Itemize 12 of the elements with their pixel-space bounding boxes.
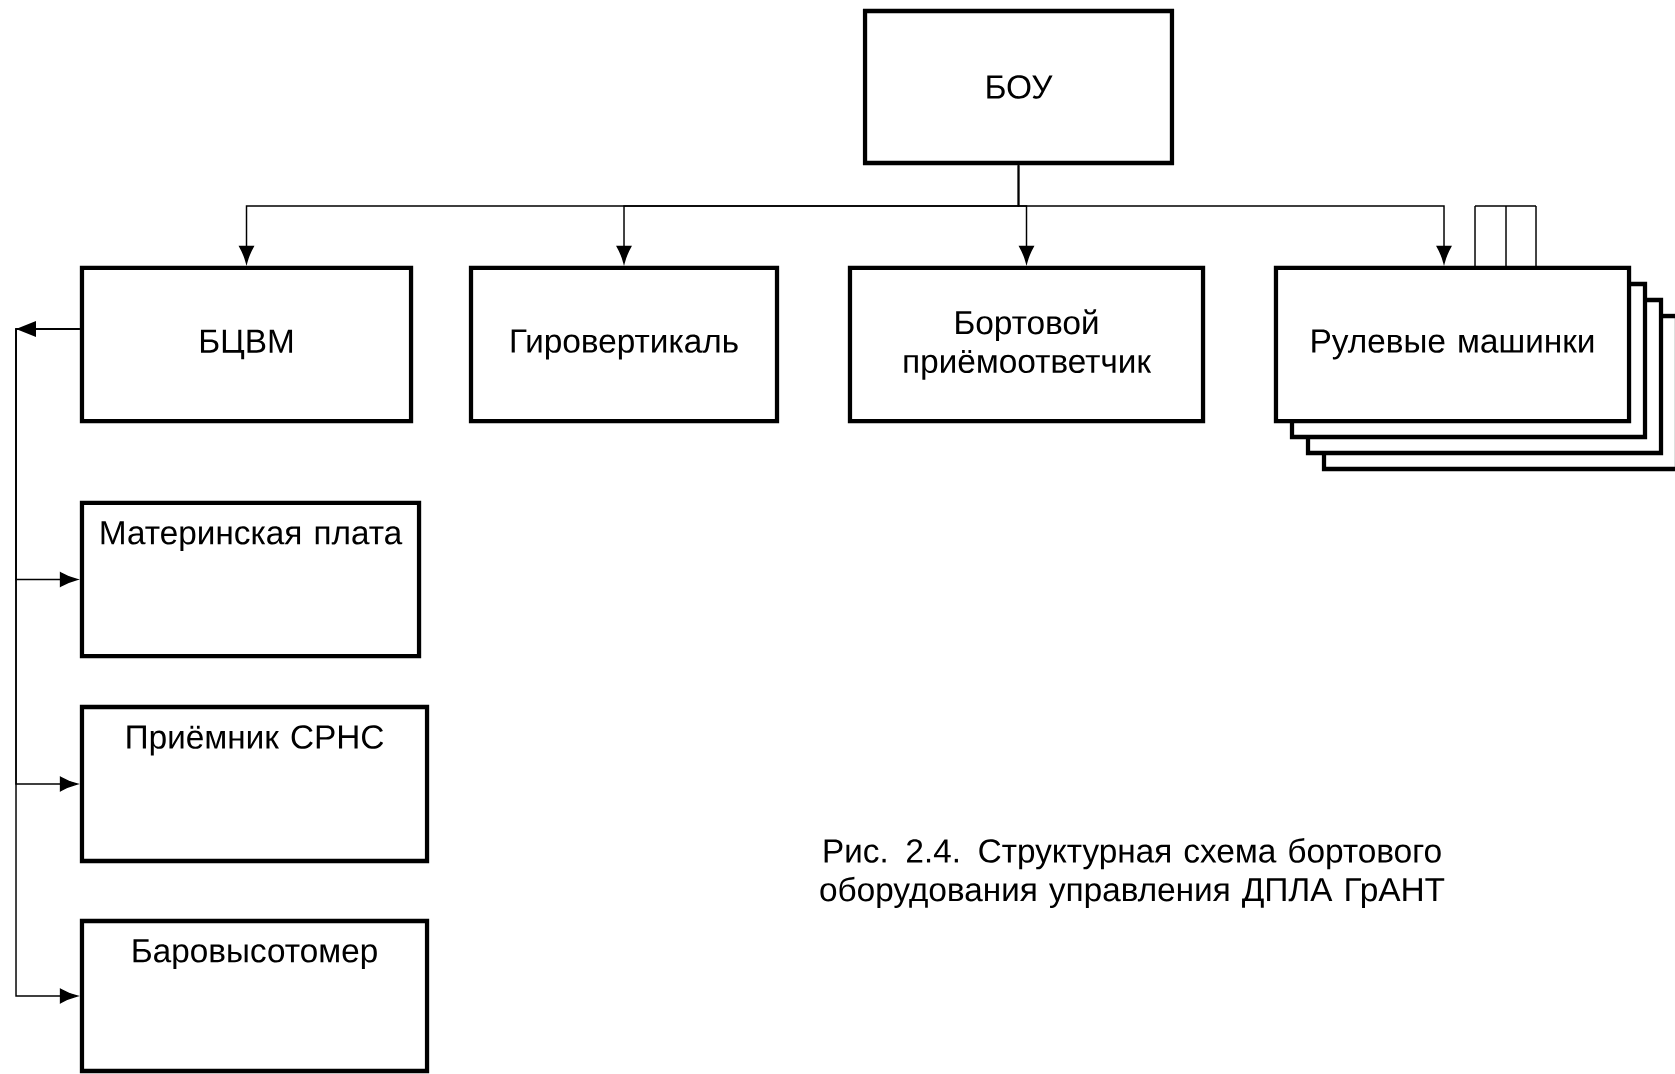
block-box: Гировертикаль [468, 265, 780, 424]
arrow [15, 321, 81, 587]
block-box: Бортовой приёмоответчик [847, 265, 1206, 424]
block-box: Приёмник СРНС [79, 704, 430, 864]
caption: Рис. 2.4. Структурная схема бортового оборудования управления ДПЛА ГрАНТ [820, 838, 1445, 908]
stacked-box: Рулевые машинки [1273, 265, 1632, 424]
block-box: БОУ [862, 8, 1175, 166]
block-box: БЦВМ [79, 265, 414, 424]
block-box: Баровысотомер [79, 918, 430, 1074]
arrow [1017, 164, 1452, 264]
arrow [15, 328, 81, 1004]
block-box: Материнская плата [79, 500, 422, 659]
